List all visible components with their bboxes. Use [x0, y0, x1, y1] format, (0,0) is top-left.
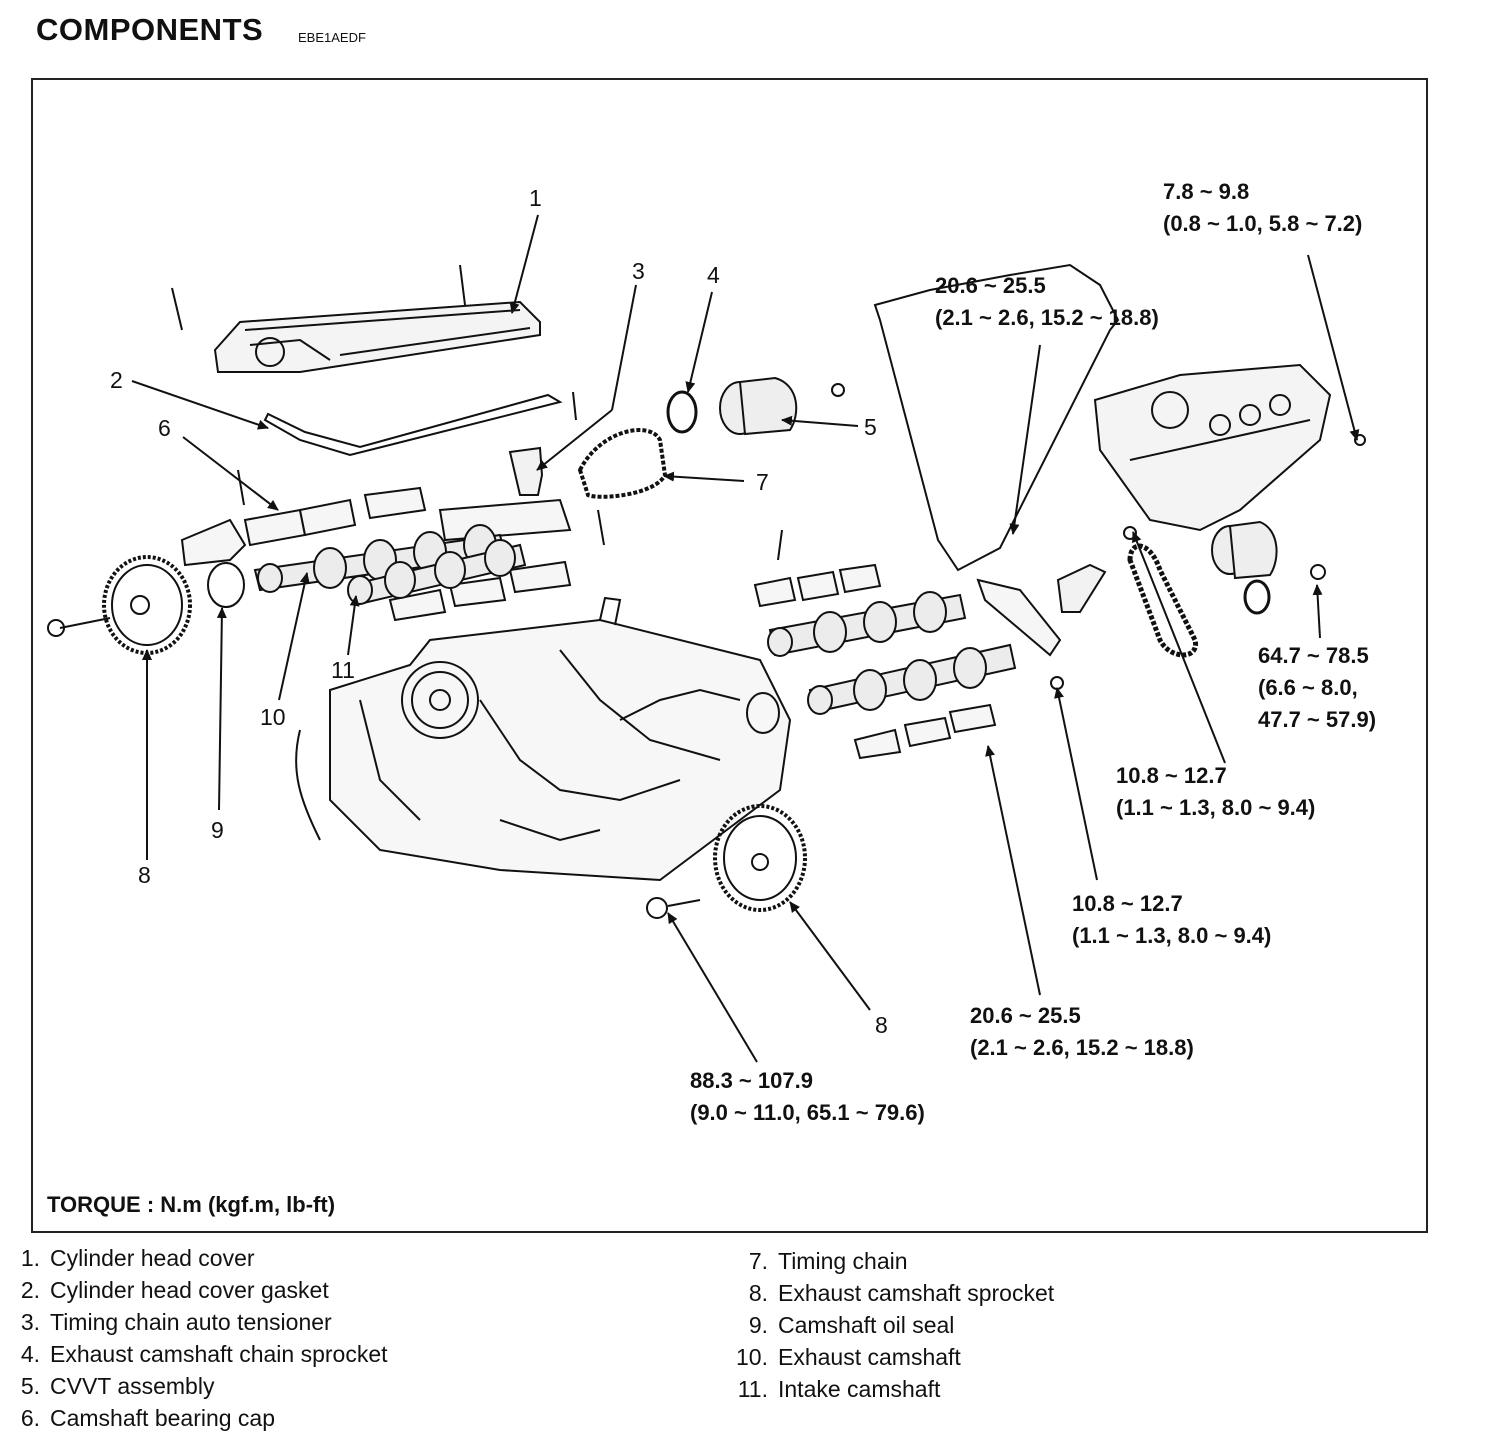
bearing-caps-right	[753, 563, 1062, 760]
legend-item: 5.CVVT assembly	[20, 1373, 215, 1399]
callout-4: 4	[707, 262, 720, 288]
document-code: EBE1AEDF	[298, 30, 366, 45]
legend-item: 10.Exhaust camshaft	[736, 1344, 961, 1370]
cvvt-assembly	[719, 376, 798, 436]
auto-tensioner-right	[1056, 563, 1107, 613]
torque-unit-key: TORQUE : N.m (kgf.m, lb-ft)	[47, 1192, 336, 1217]
legend-right: 7.Timing chain 8.Exhaust camshaft sprock…	[726, 1245, 1054, 1405]
cvvt-assembly-right	[1211, 520, 1278, 580]
diagram-frame	[31, 78, 1428, 1233]
intake-camshaft-right	[807, 643, 1017, 715]
exhaust-sprocket-bottom	[646, 804, 807, 919]
callout-8-left: 8	[138, 862, 151, 888]
oil-seal-left	[207, 562, 245, 608]
torque-spec-cap-bolt: 10.8 ~ 12.7 (1.1 ~ 1.3, 8.0 ~ 9.4)	[1072, 891, 1272, 948]
legend-left: 1.Cylinder head cover 2.Cylinder head co…	[12, 1242, 388, 1434]
head-cover-gasket-left	[263, 393, 563, 457]
callout-11: 11	[331, 657, 355, 683]
callout-1: 1	[529, 185, 542, 211]
torque-spec-sprocket-bolt: 88.3 ~ 107.9 (9.0 ~ 11.0, 65.1 ~ 79.6)	[690, 1068, 925, 1125]
torque-spec-cover-bolt: 7.8 ~ 9.8 (0.8 ~ 1.0, 5.8 ~ 7.2)	[1163, 179, 1363, 236]
cylinder-head-cover-left	[213, 264, 541, 373]
callout-7: 7	[756, 469, 769, 495]
legend-item: 6.Camshaft bearing cap	[20, 1405, 276, 1431]
head-cover-gasket-right	[873, 263, 1120, 572]
callout-3: 3	[632, 258, 645, 284]
callout-5: 5	[864, 414, 877, 440]
legend-item: 1.Cylinder head cover	[20, 1245, 255, 1271]
legend-item: 9.Camshaft oil seal	[748, 1312, 955, 1338]
timing-chain-right	[1127, 543, 1198, 658]
auto-tensioner	[508, 446, 544, 496]
engine-block	[295, 596, 792, 882]
torque-spec-bearing-cap-bolt: 20.6 ~ 25.5 (2.1 ~ 2.6, 15.2 ~ 18.8)	[970, 1003, 1194, 1060]
legend-item: 4.Exhaust camshaft chain sprocket	[20, 1341, 388, 1367]
cylinder-head-cover-right	[1093, 363, 1332, 532]
callout-6: 6	[158, 415, 171, 441]
callout-2: 2	[110, 367, 123, 393]
oil-seal-right	[746, 692, 780, 734]
exhaust-camshaft-right	[767, 591, 967, 657]
legend-item: 8.Exhaust camshaft sprocket	[748, 1280, 1055, 1306]
callout-9: 9	[211, 817, 224, 843]
callout-8-bottom: 8	[875, 1012, 888, 1038]
legend-item: 2.Cylinder head cover gasket	[20, 1277, 329, 1303]
chain-sprocket	[666, 390, 698, 434]
legend-item: 7.Timing chain	[748, 1248, 908, 1274]
torque-spec-tensioner-bolt: 10.8 ~ 12.7 (1.1 ~ 1.3, 8.0 ~ 9.4)	[1116, 763, 1316, 820]
torque-spec-cvvt-bolt: 64.7 ~ 78.5 (6.6 ~ 8.0, 47.7 ~ 57.9)	[1258, 643, 1377, 732]
legend-item: 11.Intake camshaft	[737, 1376, 941, 1402]
page-title: COMPONENTS	[36, 12, 264, 47]
callout-10: 10	[260, 704, 286, 730]
legend-item: 3.Timing chain auto tensioner	[20, 1309, 332, 1335]
timing-chain-top	[577, 428, 668, 499]
exhaust-sprocket-left	[47, 555, 192, 655]
torque-spec-gasket-bolt: 20.6 ~ 25.5 (2.1 ~ 2.6, 15.2 ~ 18.8)	[935, 273, 1159, 330]
